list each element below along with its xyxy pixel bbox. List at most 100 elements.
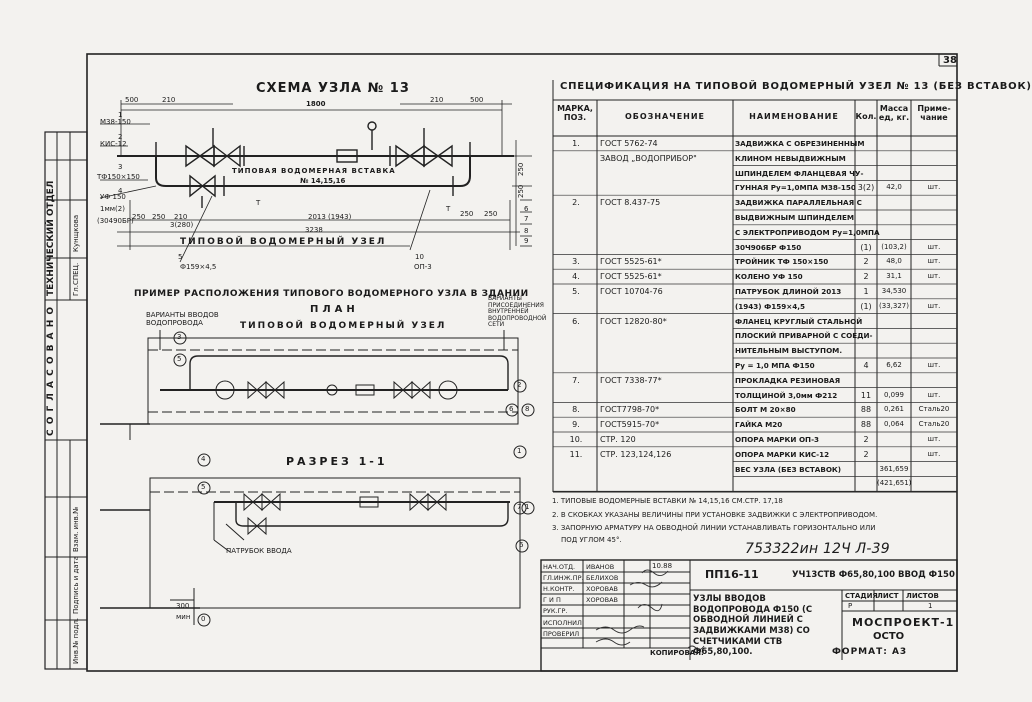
dim-300: 300 [176,602,190,610]
spec-cell-pos: 7. [572,375,580,385]
page-number: 38 [943,55,957,66]
spec-cell-note: шт. [927,435,941,443]
inputs-label: ВАРИАНТЫ ВВОДОВ ВОДОПРОВОДА [146,311,219,327]
header-name: НАИМЕНОВАНИЕ [749,112,839,121]
header-note: Приме- чание [917,104,951,123]
spec-cell-mass: 6,62 [886,361,902,369]
spec-cell-pos: 2. [572,198,580,208]
spec-cell-mass: 0,261 [883,405,905,414]
mark-2: 2 [118,133,123,141]
spec-cell-des: ГОСТ 12820-80* [600,316,667,326]
spec-cell-name: ТОЛЩИНОЙ 3,0мм Ф212 [735,390,838,400]
stamp-name: БЕЛИХОВ [586,574,619,582]
handwritten-reference: 753322ин 12Ч Л-39 [745,541,890,557]
section-mark-1: 1 [525,503,530,511]
plan-mark-4: 4 [201,455,206,463]
label-op3: ОП-3 [414,263,432,271]
dim-min: мин [176,613,191,621]
spec-cell-mass: 0,064 [883,420,905,429]
spec-cell-mass: (103,2) [881,242,907,251]
spec-cell-des: ГОСТ 5525-61* [600,272,662,282]
copied-label: КОПИРОВАЛ: [650,649,704,657]
spec-cell-name: ФЛАНЕЦ КРУГЛЫЙ СТАЛЬНОЙ [735,316,863,326]
stamp-name: ХОРОВАВ [586,596,618,604]
spec-cell-name: ОПОРА МАРКИ КИС-12 [735,449,830,459]
spec-cell-pos: 10. [569,435,583,444]
dim-3238: 3238 [305,226,323,234]
spec-cell-note: шт. [927,449,941,458]
spec-cell-des: ГОСТ 10704-76 [600,287,663,296]
spec-cell-name: КЛИНОМ НЕВЫДВИЖНЫМ [735,153,846,163]
plan-title: ПЛАН [310,304,359,315]
head-dept-label: Гл.СПЕЦ. [72,262,80,296]
dim-500-left: 500 [125,96,139,104]
dim-2013: 2013 (1943) [308,213,352,221]
spec-cell-pos: 9. [572,420,580,430]
spec-cell-pos: 6. [572,316,580,326]
label-tf: ТФ150×150 [97,173,140,181]
spec-cell-note: Сталь20 [918,420,950,429]
dim-250-a: 250 [132,213,146,221]
note-3-cont: ПОД УГЛОМ 45°. [561,536,622,544]
spec-cell-note: шт. [927,272,941,281]
plan-mark-8: 8 [525,405,530,413]
header-pos: МАРКА, ПОЗ. [557,104,593,123]
label-pipe: Ф159×4,5 [180,263,217,271]
dim-210-bottom: 210 [174,213,188,221]
spec-cell-des: ГОСТ5915-70* [600,420,660,430]
stamp-role: ГЛ.ИНЖ.ПР. [543,574,584,582]
org-dept: ОСТО [873,631,905,642]
plan-mark-3: 3 [177,333,182,341]
plan-mark-1: 1 [517,447,522,455]
stamp-name: ХОРОВАВ [586,585,618,593]
inv-original-label: Инв.№ подл. [72,617,80,664]
mark-10: 10 [415,253,424,261]
plan-mark-2: 2 [517,381,522,389]
spec-cell-mass: (421,651) [877,479,912,488]
spec-cell-name: ШПИНДЕЛЕМ ФЛАНЦЕВАЯ ЧУ- [735,168,864,178]
spec-cell-name: ПРОКЛАДКА РЕЗИНОВАЯ [735,375,841,385]
dim-1800: 1800 [306,100,326,108]
section-title: РАЗРЕЗ 1-1 [286,455,388,468]
dim-210-left: 210 [162,96,176,104]
dim-250-e: 250 [517,162,525,176]
spec-cell-des: СТР. 120 [600,435,636,444]
spec-cell-name: ВЕС УЗЛА (БЕЗ ВСТАВОК) [735,464,842,474]
spec-cell-name: С ЭЛЕКТРОПРИВОДОМ Ру=1,0МПА [735,227,880,237]
spec-cell-des: ГОСТ 5525-61* [600,257,662,267]
spec-cell-qty: 2 [863,435,869,444]
spec-cell-des: ГОСТ 8.437-75 [600,198,661,208]
stamp-role: Г И П [543,596,561,604]
spec-cell-note: шт. [927,257,941,266]
spec-cell-note: шт. [927,390,941,399]
spec-cell-name: ПЛОСКИЙ ПРИВАРНОЙ С СОЕДИ- [735,331,873,341]
spec-cell-qty: 1 [863,287,869,296]
spec-cell-qty: (1) [860,242,872,252]
label-t-right: Т [446,205,451,213]
note-3: 3. ЗАПОРНУЮ АРМАТУРУ НА ОБВОДНОЙ ЛИНИИ У… [552,524,876,532]
header-qty: Кол. [855,112,877,121]
spec-cell-note: шт. [927,183,941,192]
sheets-value: 1 [928,602,933,610]
spec-cell-qty: 4 [863,361,869,370]
label-t-left: Т [256,199,261,207]
spec-cell-qty: 3(2) [857,183,875,193]
spec-cell-des: ГОСТ7798-70* [600,405,660,415]
connections-label: ВАРИАНТЫ ПРИСОЕДИНЕНИЯ ВНУТРЕННЕЙ ВОДОПР… [488,295,547,329]
section-mark-6: 6 [519,541,524,549]
spec-cell-name: ТРОЙНИК ТФ 150×150 [735,257,829,267]
stamp-role: ИСПОЛНИЛ [543,619,582,627]
label-m38: М38-150 [100,118,131,126]
stage-value: Р [848,602,853,610]
stamp-node-code: УЧ13СТВ Ф65,80,100 ВВОД Ф150 [792,570,955,580]
mark-6: 6 [524,205,529,213]
spec-cell-mass: (33,327) [879,301,909,310]
format-label: ФОРМАТ: А3 [832,647,908,657]
drawing-lines [44,53,958,672]
pipe-label: ПАТРУБОК ВВОДА [226,547,292,555]
inv-duplicate-label: Взам. инв.№ [72,506,80,552]
mark-9: 9 [524,237,529,245]
example-title: ПРИМЕР РАСПОЛОЖЕНИЯ ТИПОВОГО ВОДОМЕРНОГО… [134,289,529,299]
spec-cell-name: ЗАДВИЖКА ПАРАЛЛЕЛЬНАЯ С [735,198,862,208]
label-kis: КИС-12 [100,140,127,148]
